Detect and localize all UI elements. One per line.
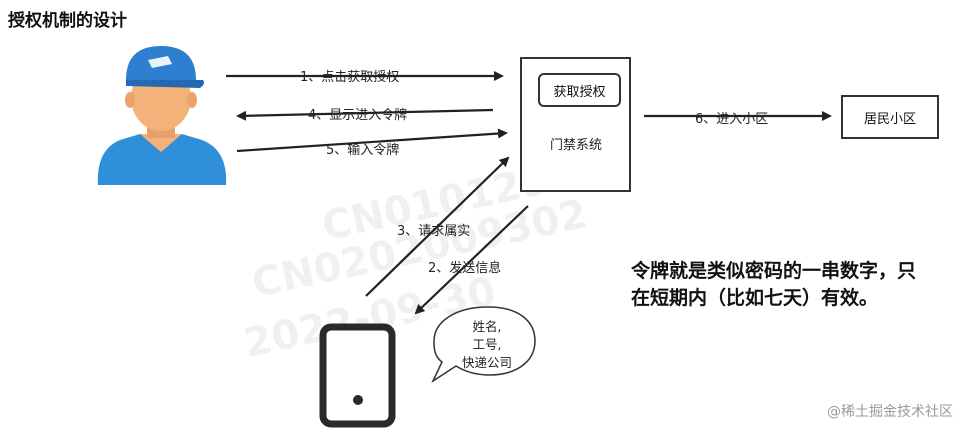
diagram-title: 授权机制的设计: [8, 11, 127, 31]
person-icon: [97, 46, 227, 185]
source-credit: @稀土掘金技术社区: [827, 404, 953, 420]
community-box: 居民小区: [841, 95, 939, 139]
arrow-step-3: [365, 156, 510, 297]
info-bubble-shape: [431, 306, 536, 384]
step-2-label: 2、发送信息: [428, 261, 502, 276]
bubble-line-name: 姓名,: [472, 319, 502, 334]
get-authorization-button[interactable]: 获取授权: [538, 73, 621, 107]
step-6-label: 6、进入小区: [695, 112, 769, 127]
step-4-label: 4、显示进入令牌: [308, 108, 408, 123]
arrow-step-5: [236, 128, 508, 153]
arrow-step-2: [414, 205, 529, 315]
phone-icon: [319, 323, 396, 428]
arrow-step-4: [236, 108, 494, 121]
info-bubble-text: 姓名, 工号, 快递公司: [447, 318, 527, 372]
step-5-label: 5、输入令牌: [326, 143, 400, 158]
bubble-line-company: 快递公司: [461, 355, 512, 370]
step-1-label: 1、点击获取授权: [300, 70, 400, 85]
gate-system-label: 门禁系统: [550, 138, 603, 153]
bubble-line-id: 工号,: [472, 337, 502, 352]
step-3-label: 3、请求属实: [397, 224, 471, 239]
token-note: 令牌就是类似密码的一串数字，只在短期内（比如七天）有效。: [631, 260, 917, 309]
